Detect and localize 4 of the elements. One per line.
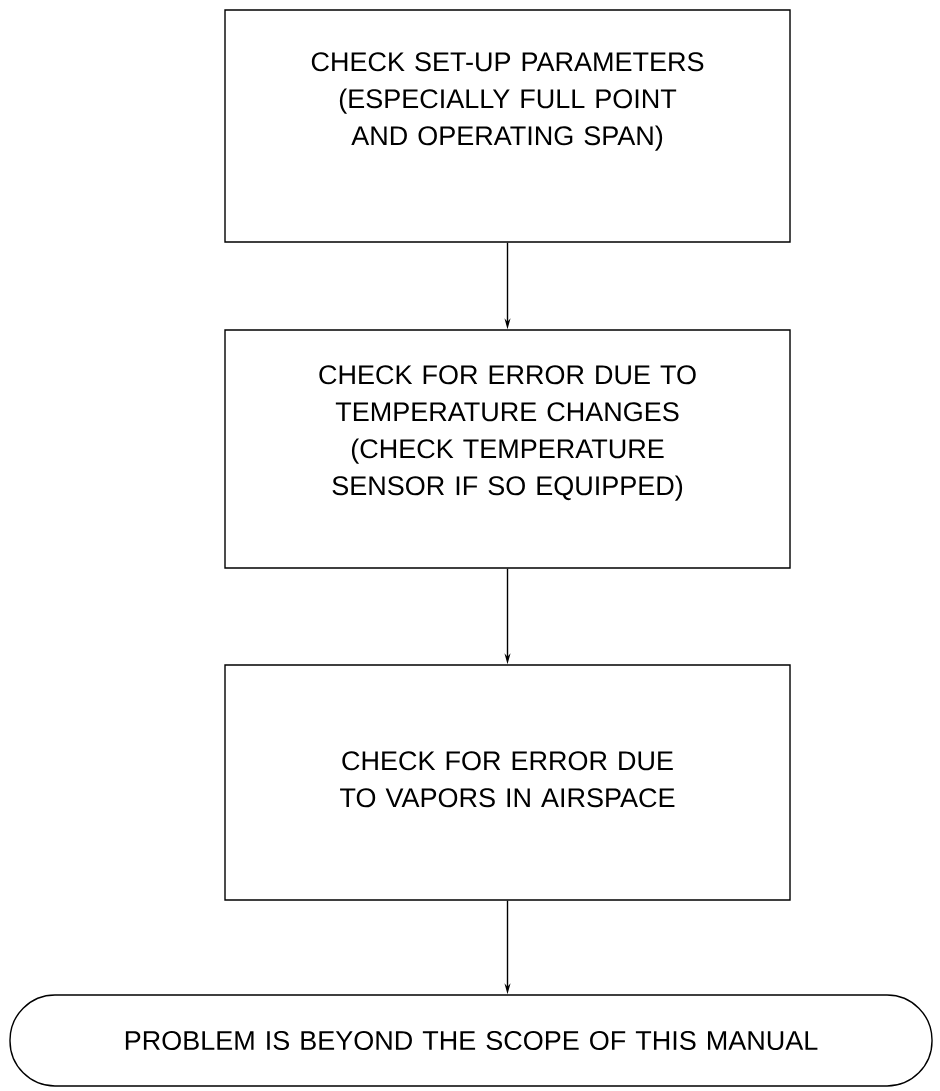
terminal-box: PROBLEM IS BEYOND THE SCOPE OF THIS MANUAL — [9, 994, 933, 1087]
process-box: CHECK FOR ERROR DUE TO TEMPERATURE CHANGES (CHECK TEMPERATURE SENSOR IF SO EQUIPPED) — [224, 329, 791, 569]
process-box: CHECK FOR ERROR DUE TO VAPORS IN AIRSPACE — [224, 664, 791, 901]
process-box: CHECK SET-UP PARAMETERS (ESPECIALLY FULL POINT AND OPERATING SPAN) — [224, 9, 791, 243]
